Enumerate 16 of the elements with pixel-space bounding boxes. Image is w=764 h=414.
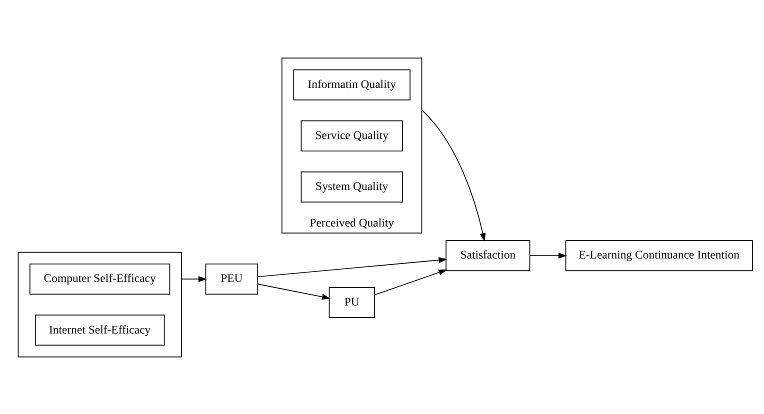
- node-box: PU: [328, 286, 375, 318]
- node-box: Internet Self-Efficacy: [34, 314, 165, 346]
- arrow: [421, 109, 486, 242]
- arrow: [257, 256, 448, 277]
- node-box: E-Learning Continuance Intention: [565, 240, 753, 271]
- arrow: [529, 252, 567, 258]
- arrow: [257, 283, 330, 300]
- node-box: Satisfaction: [446, 240, 530, 271]
- arrow: [374, 269, 448, 295]
- arrow: [181, 276, 207, 282]
- cluster: [18, 251, 182, 357]
- node-box: Service Quality: [300, 120, 403, 151]
- node-box: Computer Self-Efficacy: [30, 263, 170, 294]
- node-box: PEU: [205, 263, 258, 294]
- node-box: System Quality: [300, 171, 403, 202]
- node-box: Informatin Quality: [293, 68, 410, 100]
